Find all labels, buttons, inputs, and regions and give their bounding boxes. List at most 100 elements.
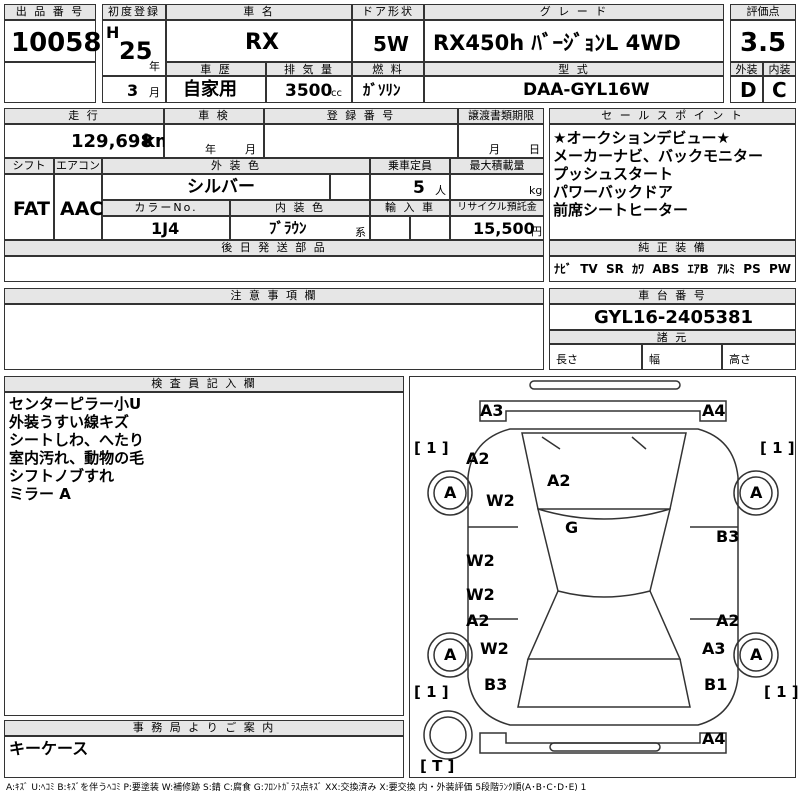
type-value: DAA-GYL16W: [523, 80, 650, 100]
door-value: 5W: [373, 32, 409, 56]
tread-front-left: [ 1 ]: [414, 439, 449, 457]
displacement-box: 3500 cc: [266, 76, 352, 103]
inspector-line: シフトノブすれ: [9, 467, 115, 485]
lot-number: 10058: [11, 28, 102, 58]
width-label: 幅: [649, 353, 660, 366]
damage-rear-bumper-right: B1: [704, 675, 728, 694]
interior-box: ﾌﾞﾗｳﾝ 系: [230, 216, 370, 240]
mileage-label: 走 行: [4, 108, 164, 124]
width-box: 幅: [642, 344, 722, 370]
height-box: 高さ: [722, 344, 796, 370]
inspector-line: センターピラー小U: [9, 395, 142, 413]
notes-box: [4, 304, 544, 370]
length-box: 長さ: [549, 344, 642, 370]
inspection-box: 年 月: [164, 124, 264, 158]
fuel-value: ｶﾞｿﾘﾝ: [363, 81, 401, 99]
chassis-number: GYL16-2405381: [594, 307, 754, 328]
transfer-label: 譲渡書類期限: [458, 108, 544, 124]
shift-label: シフト: [4, 158, 54, 174]
grade-value: RX450h ﾊﾞｰｼﾞｮﾝL 4WD: [433, 31, 681, 55]
interior-label: 内 装 色: [230, 200, 370, 216]
first-reg-year-box: H 25 年: [102, 20, 166, 76]
color-no-value: 1J4: [151, 219, 180, 238]
type-box: DAA-GYL16W: [424, 76, 724, 103]
shift-box: FAT: [4, 174, 54, 240]
lot-blank: [4, 62, 96, 103]
notes-label: 注 意 事 項 欄: [4, 288, 544, 304]
damage-rear-quarter-right: A3: [702, 639, 726, 658]
damage-bonnet: A2: [547, 471, 571, 490]
ext-grade: D: [740, 78, 757, 102]
damage-front-bumper-left: A3: [480, 401, 504, 420]
era: H: [106, 23, 120, 42]
office-label: 事 務 局 よ り ご 案 内: [4, 720, 404, 736]
equip-item-airbag: ｴｱB: [687, 262, 709, 276]
inspector-line: シートしわ、へたり: [9, 431, 145, 449]
damage-front-door-right: B3: [716, 527, 740, 546]
recycle-unit: 円: [531, 225, 542, 238]
score-box: 3.5: [730, 20, 796, 62]
load-unit: kg: [529, 184, 543, 197]
color-extra-box: [330, 174, 370, 200]
sales-point: 前席シートヒーター: [553, 201, 689, 219]
damage-rear-fender-right: A2: [716, 611, 740, 630]
tire-rear-left: A: [444, 645, 457, 664]
damage-rear-fender-left: A2: [466, 611, 490, 630]
shift-value: FAT: [13, 198, 50, 220]
lot-number-box: 10058: [4, 20, 101, 62]
recycle-label: リサイクル預託金: [450, 200, 544, 216]
ac-value: AAC: [60, 198, 104, 220]
sales-point: メーカーナビ、バックモニター: [553, 147, 764, 165]
first-reg-month-box: 3 月: [102, 76, 166, 103]
car-outline: [423, 380, 779, 760]
equip-item-ps: PS: [743, 262, 761, 276]
damage-map: A3 A4 A2 A2 W2 G B3 W2 W2 A2 A2 W2 A3 B3…: [409, 376, 799, 778]
equip-item-navi: ﾅﾋﾞ: [554, 262, 573, 276]
reg-year: 25: [119, 37, 153, 65]
chassis-box: GYL16-2405381: [549, 304, 796, 330]
later-parts-box: [4, 256, 544, 282]
displacement-value: 3500: [285, 81, 333, 101]
damage-rear-door-left: W2: [466, 551, 495, 570]
sales-points: ★オークションデビュー★ メーカーナビ、バックモニター プッシュスタート パワー…: [549, 124, 796, 240]
spare-tire: [ T ]: [420, 757, 455, 775]
office-text: キーケース: [9, 739, 89, 758]
color-label: 外 装 色: [102, 158, 370, 174]
equip-item-sr: SR: [605, 262, 624, 276]
damage-front-bumper-right: A4: [702, 401, 726, 420]
color-no-box: 1J4: [102, 216, 230, 240]
tread-rear-left: [ 1 ]: [414, 683, 449, 701]
int-grade-box: C: [763, 76, 796, 103]
color-box: シルバー: [102, 174, 330, 200]
plate-label: 登 録 番 号: [264, 108, 458, 124]
history-value: 自家用: [183, 79, 237, 100]
damage-front-door-left: W2: [486, 491, 515, 510]
insp-year-unit: 年: [205, 143, 216, 156]
equipment-list: ﾅﾋﾞ TV SR ｶﾜ ABS ｴｱB ｱﾙﾐ PS PW: [549, 256, 796, 282]
grade-box: RX450h ﾊﾞｰｼﾞｮﾝL 4WD: [424, 20, 724, 62]
chassis-label: 車 台 番 号: [549, 288, 796, 304]
later-parts-label: 後 日 発 送 部 品: [4, 240, 544, 256]
equip-item-leather: ｶﾜ: [632, 262, 645, 276]
inspector-label: 検 査 員 記 入 欄: [4, 376, 404, 392]
inspector-notes: センターピラー小U 外装うすい線キズ シートしわ、へたり 室内汚れ、動物の毛 シ…: [4, 392, 404, 716]
first-reg-label: 初度登録: [102, 4, 166, 20]
tire-front-left: A: [444, 483, 457, 502]
import-label: 輸 入 車: [370, 200, 450, 216]
door-box: 5W: [352, 20, 424, 62]
transfer-month-unit: 月: [489, 143, 500, 156]
inspector-line: 室内汚れ、動物の毛: [9, 449, 145, 467]
tread-front-right: [ 1 ]: [760, 439, 795, 457]
interior-suffix: 系: [355, 226, 366, 239]
equipment-label: 純 正 装 備: [549, 240, 796, 256]
history-box: 自家用: [166, 76, 266, 103]
sales-label: セ ー ル ス ポ イ ン ト: [549, 108, 796, 124]
int-grade: C: [772, 78, 787, 102]
damage-rear-bumper-lower: A4: [702, 729, 726, 748]
import-box-b: [410, 216, 450, 240]
equip-item-tv: TV: [580, 262, 598, 276]
recycle-value: 15,500: [473, 219, 535, 238]
import-box-a: [370, 216, 410, 240]
equip-item-pw: PW: [768, 262, 791, 276]
transfer-box: 月 日: [458, 124, 544, 158]
